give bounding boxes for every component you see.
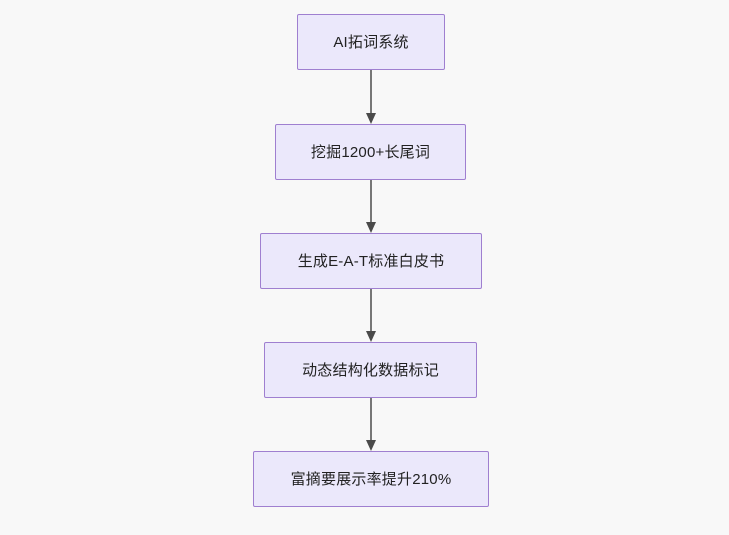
flow-node-label: AI拓词系统: [333, 33, 409, 51]
flow-connector-1: [364, 70, 378, 124]
flow-node-label: 动态结构化数据标记: [302, 361, 439, 379]
flow-connector-4: [364, 398, 378, 451]
flow-connector-2: [364, 180, 378, 233]
flow-node-ai-keyword-system[interactable]: AI拓词系统: [297, 14, 445, 70]
flow-connector-3: [364, 289, 378, 342]
flow-node-dynamic-structured-data-markup[interactable]: 动态结构化数据标记: [264, 342, 477, 398]
flow-node-label: 生成E-A-T标准白皮书: [297, 252, 445, 270]
flow-node-label: 富摘要展示率提升210%: [290, 470, 452, 488]
flow-node-mine-longtail-keywords[interactable]: 挖掘1200+长尾词: [275, 124, 466, 180]
flow-node-label: 挖掘1200+长尾词: [310, 143, 431, 161]
flow-node-rich-snippet-impression-lift[interactable]: 富摘要展示率提升210%: [253, 451, 489, 507]
flow-node-generate-eat-whitepaper[interactable]: 生成E-A-T标准白皮书: [260, 233, 482, 289]
